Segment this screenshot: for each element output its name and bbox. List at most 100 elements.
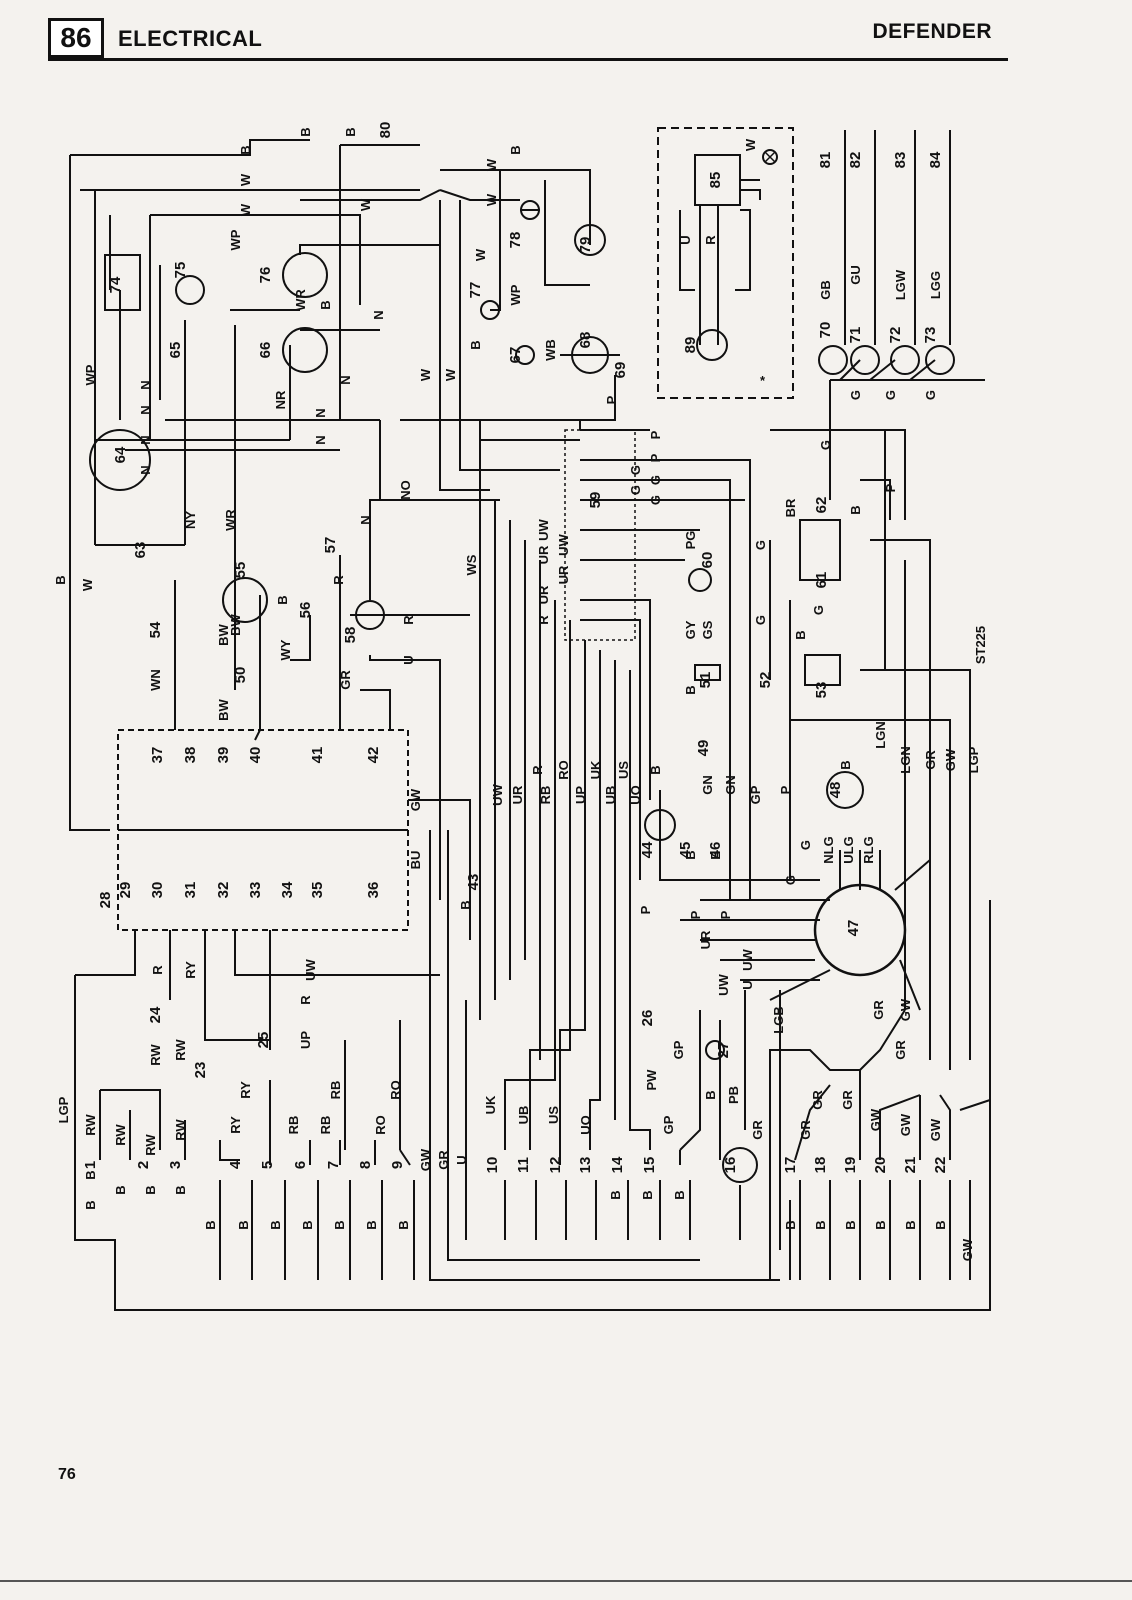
component-79-body	[574, 224, 606, 256]
wire-label: GW	[943, 748, 958, 771]
wire-label: G	[648, 495, 663, 505]
component-label-11: 11	[515, 1157, 532, 1173]
wire-label: RO	[373, 1115, 388, 1135]
component-label-6: 6	[292, 1161, 309, 1169]
wire-label: B	[640, 1190, 655, 1199]
wire-label: UO	[578, 1115, 593, 1135]
component-label-48: 48	[827, 782, 844, 799]
wire-label: R	[401, 615, 416, 625]
wire-label: B	[648, 765, 663, 774]
component-label-12: 12	[547, 1157, 564, 1174]
wire-label: B	[508, 145, 523, 154]
component-53-body	[804, 654, 841, 686]
wire-label: B	[708, 850, 723, 859]
component-label-72: 72	[887, 327, 904, 344]
wire-label: GW	[928, 1118, 943, 1141]
component-label-36: 36	[365, 882, 382, 899]
page-number: 76	[58, 1466, 76, 1483]
component-68-body	[571, 336, 609, 374]
wire-label: GW	[960, 1238, 975, 1261]
wire-label: B	[848, 505, 863, 514]
wire-label: W	[238, 173, 253, 186]
wire-label: R	[298, 995, 313, 1005]
component-label-5: 5	[259, 1161, 276, 1169]
wire-label: RB	[538, 786, 553, 805]
wire-label: B	[300, 1220, 315, 1229]
connector-89	[696, 329, 728, 361]
wire-label: R	[536, 615, 551, 625]
wire-label: P	[648, 453, 663, 462]
component-48-body	[826, 771, 864, 809]
component-label-70: 70	[817, 322, 834, 339]
wire-label: GR	[436, 1150, 451, 1170]
component-label-69: 69	[612, 362, 629, 379]
wire-label: GB	[818, 280, 833, 300]
component-label-89: 89	[682, 337, 699, 354]
component-label-58: 58	[342, 627, 359, 644]
wire-label: B	[683, 850, 698, 859]
wire-label: PW	[644, 1069, 659, 1091]
component-label-30: 30	[149, 882, 166, 899]
wire-label: RB	[328, 1081, 343, 1100]
section-number: 86	[60, 22, 92, 53]
wire-label: GP	[661, 1115, 676, 1134]
component-66-body	[282, 327, 328, 373]
wire-label: B	[113, 1185, 128, 1194]
model-title: DEFENDER	[872, 20, 992, 43]
wire-label: P	[638, 905, 653, 914]
wire-label: UW	[490, 783, 505, 805]
component-label-37: 37	[149, 747, 166, 764]
wire-label: BW	[216, 623, 231, 645]
component-label-84: 84	[927, 151, 944, 168]
wire-label: RB	[286, 1116, 301, 1135]
wire-label: N	[138, 465, 153, 474]
wire-label: NO	[398, 480, 413, 500]
wire-label: WB	[543, 339, 558, 361]
wire-label: UW	[536, 518, 551, 540]
component-label-46: 46	[707, 842, 724, 859]
section-number-box: 86	[48, 18, 104, 58]
component-label-2: 2	[135, 1161, 152, 1169]
wire-label: B	[396, 1220, 411, 1229]
wiring-lines	[69, 130, 991, 1311]
component-label-18: 18	[812, 1157, 829, 1174]
wire-label: W	[238, 203, 253, 216]
wire-label: W	[473, 248, 488, 261]
component-label-52: 52	[757, 672, 774, 689]
wire-label: UW	[716, 973, 731, 995]
asterisk-note: *	[760, 373, 766, 388]
wire-label: P	[604, 395, 619, 404]
component-47-body	[813, 883, 907, 977]
component-label-31: 31	[182, 882, 199, 899]
component-label-16: 16	[722, 1157, 739, 1174]
wire-label: RY	[238, 1081, 253, 1099]
wire-label: B	[143, 1185, 158, 1194]
component-74-body	[104, 254, 141, 311]
wire-label: B	[838, 760, 853, 769]
component-label-9: 9	[389, 1161, 406, 1169]
component-64-body	[89, 429, 151, 491]
wire-label: N	[313, 435, 328, 444]
component-75-body	[175, 275, 205, 305]
wire-label: LGP	[966, 746, 981, 773]
component-72-body	[890, 345, 920, 375]
component-label-7: 7	[325, 1161, 342, 1169]
component-label-15: 15	[641, 1157, 658, 1174]
wire-label: BU	[408, 851, 423, 870]
wire-label: G	[783, 875, 798, 885]
wire-label: LGW	[893, 269, 908, 300]
wire-label: RW	[113, 1124, 128, 1146]
wire-label: B	[332, 1220, 347, 1229]
component-58-body	[355, 600, 385, 630]
component-label-79: 79	[577, 237, 594, 254]
wire-label: B	[236, 1220, 251, 1229]
wire-label: B	[608, 1190, 623, 1199]
component-label-74: 74	[107, 276, 124, 293]
component-27-body	[705, 1040, 725, 1060]
wire-label: B	[203, 1220, 218, 1229]
wire-label: UK	[483, 1095, 498, 1114]
warning-lamp-symbol	[762, 149, 778, 165]
wire-label: G	[753, 615, 768, 625]
